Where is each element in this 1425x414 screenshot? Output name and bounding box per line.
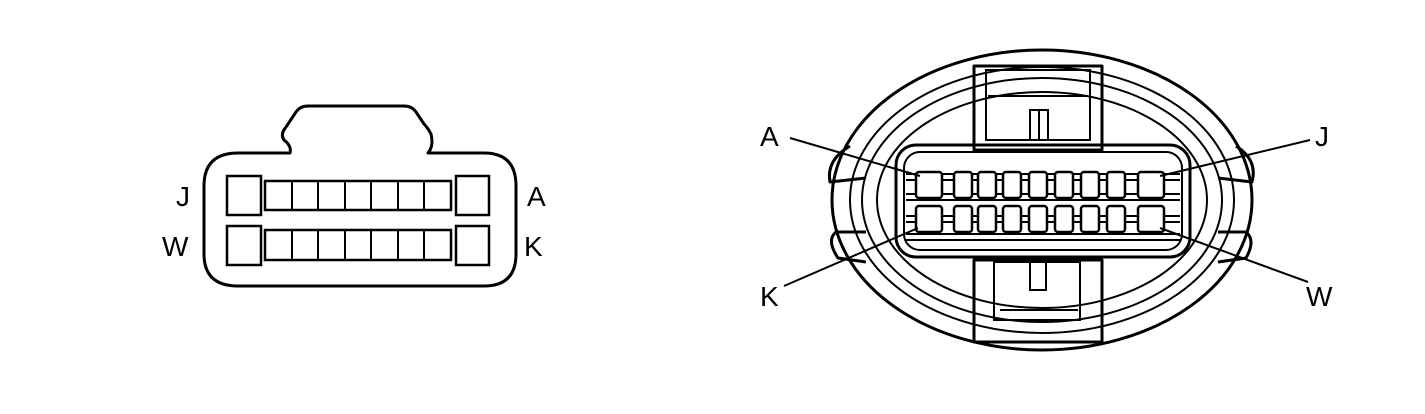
left-cavity-j: [225, 174, 263, 217]
left-row-top-frame: [263, 179, 453, 212]
left-label-top-right: A: [527, 181, 546, 212]
left-row-bottom-cells: [291, 230, 425, 260]
left-row-bottom-frame: [263, 228, 453, 262]
left-label-bottom-left: W: [162, 231, 189, 262]
right-connector-pin-housing-outer: [894, 143, 1192, 259]
right-connector: A J K W: [760, 48, 1333, 352]
left-label-bottom-right: K: [524, 231, 543, 262]
left-cavity-k: [454, 224, 491, 267]
right-connector-top-latch: [972, 64, 1104, 152]
right-connector-terminals-top: [914, 170, 1166, 200]
right-connector-ring-3: [876, 91, 1208, 309]
right-connector-pin-housing-inner: [903, 151, 1183, 251]
right-connector-side-tab-left-lower: [830, 230, 867, 264]
right-connector-side-tab-left-upper: [827, 144, 867, 184]
left-label-top-left: J: [176, 181, 190, 212]
right-label-bottom-right: W: [1306, 281, 1333, 312]
right-label-bottom-left: K: [760, 281, 779, 312]
right-connector-side-tab-right-lower: [1217, 230, 1253, 264]
right-connector-outer-shell: [830, 48, 1254, 352]
right-connector-bottom-latch: [972, 258, 1104, 344]
left-connector-outline: [202, 104, 518, 288]
right-connector-ring-2: [861, 77, 1223, 323]
right-label-top-left: A: [760, 121, 779, 152]
right-connector-terminals-bottom: [914, 204, 1166, 234]
right-label-top-right: J: [1315, 121, 1329, 152]
left-cavity-w: [225, 224, 263, 267]
left-connector: J W A K: [162, 104, 546, 288]
left-row-top-cells: [291, 181, 425, 210]
left-cavity-a: [454, 174, 491, 217]
right-connector-leader-lines: [783, 137, 1311, 287]
right-connector-side-tab-right-upper: [1217, 144, 1255, 184]
